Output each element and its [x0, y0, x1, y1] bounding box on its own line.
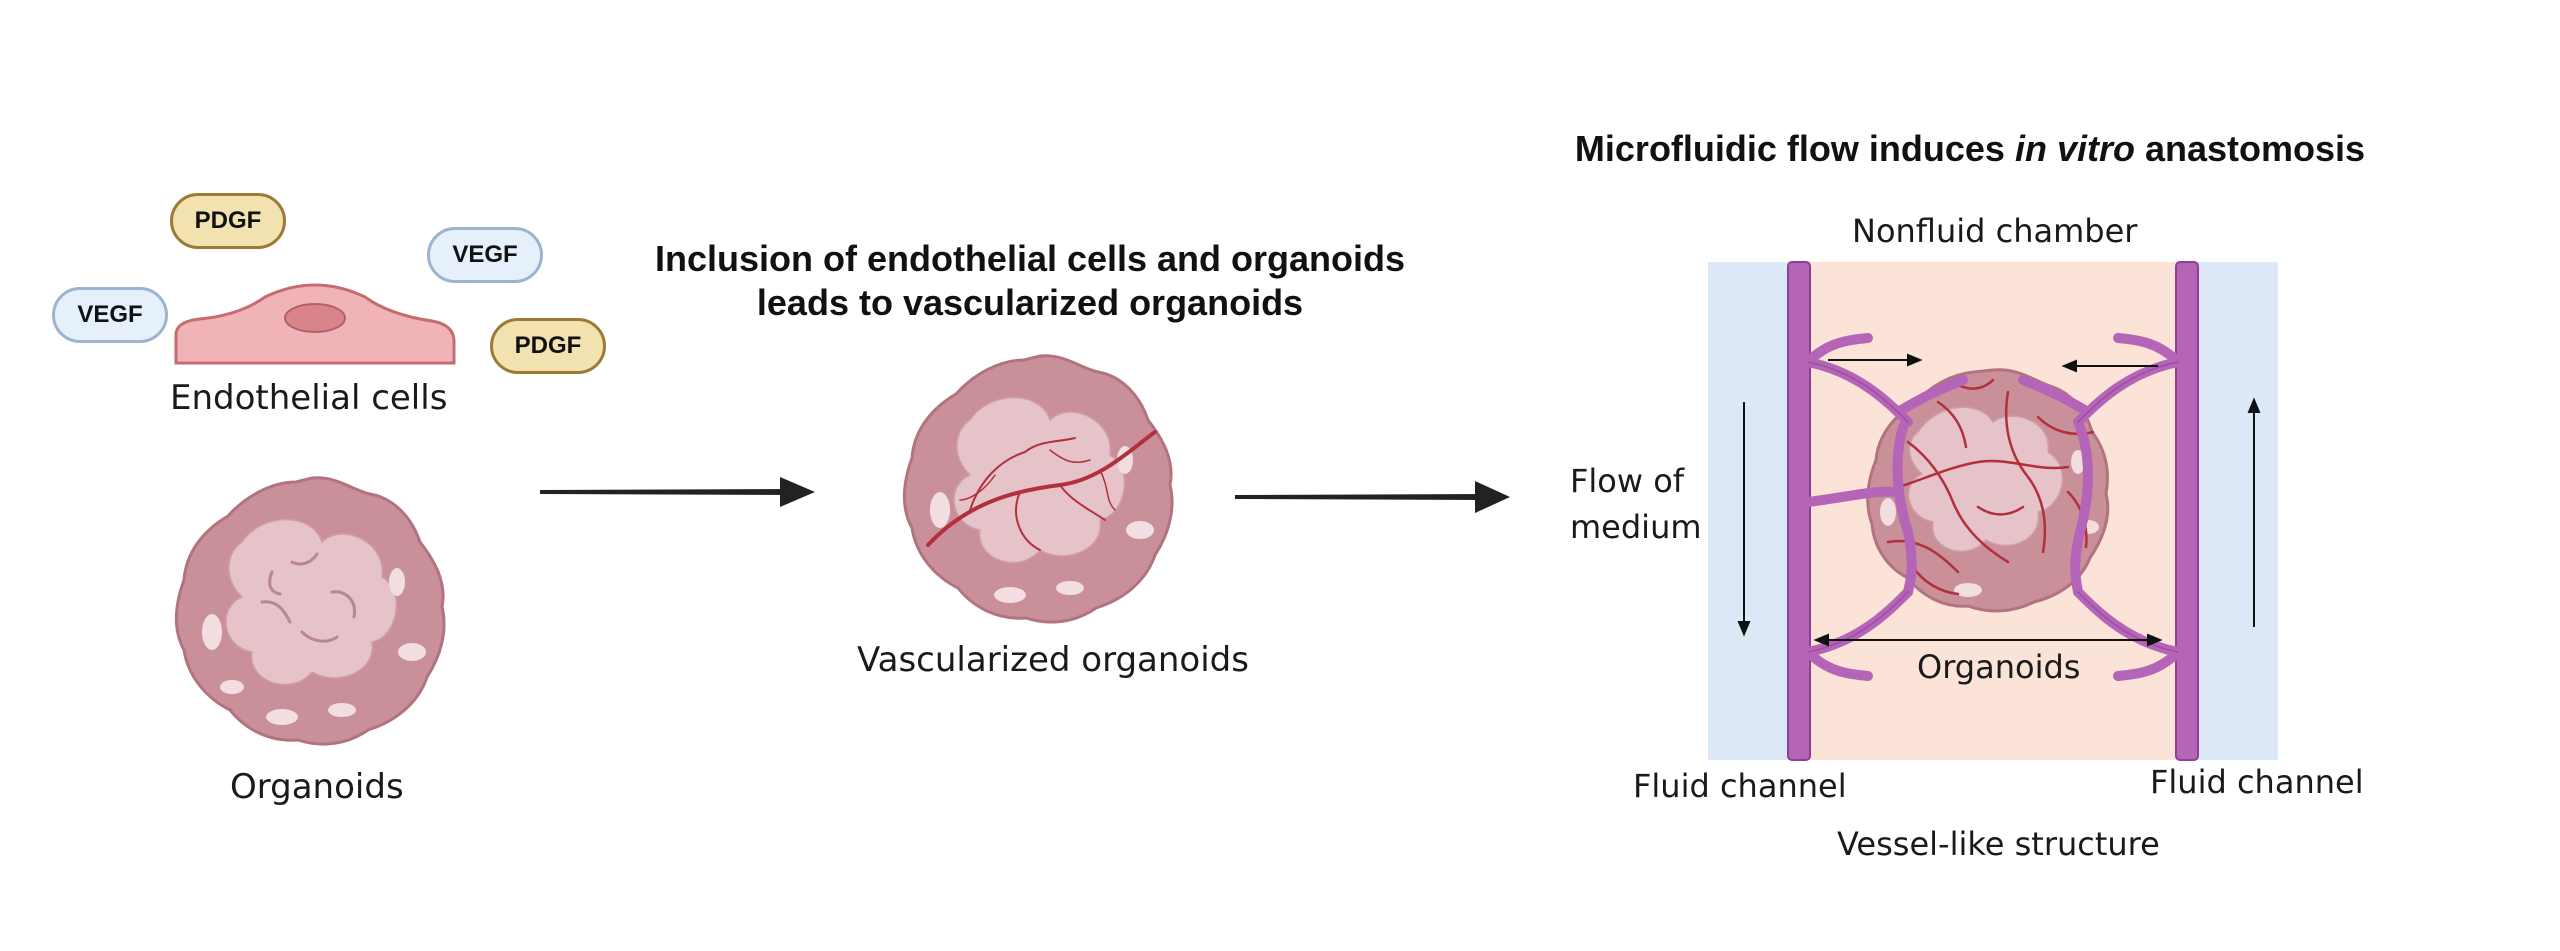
arrow-right-icon	[540, 477, 815, 507]
fluid-channel-right-label: Fluid channel	[2150, 763, 2364, 801]
panel3-title-pre: Microfluidic flow induces	[1574, 128, 2015, 169]
flow-of-medium-line1: Flow of	[1570, 462, 1685, 500]
endothelial-cell-icon	[174, 283, 456, 365]
flow-of-medium-line2: medium	[1570, 508, 1702, 546]
panel3-title-post: anastomosis	[2134, 128, 2366, 169]
organoids-device-label: Organoids	[1917, 648, 2081, 686]
vegf-badge: VEGF	[427, 227, 543, 283]
endothelial-cells-label: Endothelial cells	[170, 378, 448, 418]
panel2-title-line1: Inclusion of endothelial cells and organ…	[654, 238, 1406, 279]
organoid-icon	[174, 476, 446, 746]
fluid-channel-left-label: Fluid channel	[1633, 767, 1847, 805]
vascularized-organoids-label: Vascularized organoids	[857, 640, 1249, 680]
panel3-title-italic: in vitro	[2014, 128, 2135, 169]
arrow-right-icon	[1235, 481, 1510, 513]
vessel-like-structure-label: Vessel-like structure	[1837, 825, 2160, 863]
pdgf-badge: PDGF	[170, 193, 286, 249]
microfluidic-device	[1708, 261, 2278, 761]
vegf-badge: VEGF	[52, 287, 168, 343]
flow-of-medium-label: Flow of medium	[1570, 458, 1702, 550]
panel2-title-line2: leads to vascularized organoids	[756, 282, 1304, 323]
pdgf-badge: PDGF	[490, 318, 606, 374]
organoids-label: Organoids	[230, 767, 404, 807]
nonfluid-chamber-label: Nonfluid chamber	[1852, 212, 2138, 250]
panel2-title: Inclusion of endothelial cells and organ…	[580, 237, 1480, 325]
vascularized-organoid-icon	[902, 354, 1174, 624]
panel3-title: Microfluidic flow induces in vitro anast…	[1500, 127, 2440, 171]
